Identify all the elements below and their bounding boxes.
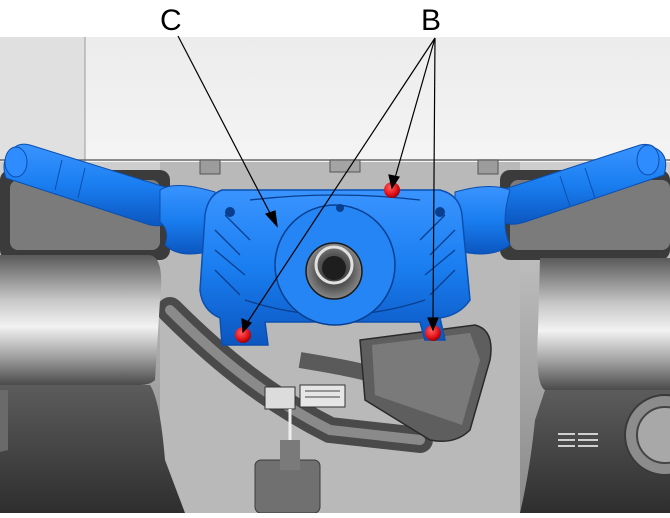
leader-lines [177,35,439,334]
screw-marker-top [384,182,400,198]
screw-marker-lower-left [235,327,251,343]
lower-column-cover-right [520,258,670,513]
clock-spring-body [199,189,471,346]
lower-column-cover-left [0,255,185,513]
screw-markers [235,182,441,343]
left-switch-lever [3,143,216,255]
right-switch-lever [454,143,667,255]
dashboard-upper-panel [0,37,670,162]
callout-label-c: C [160,4,182,37]
leader-c [177,35,273,218]
screw-marker-lower-right [425,325,441,341]
callout-label-b: B [421,4,442,37]
leader-b-top [394,37,436,179]
leader-b-right [432,37,436,321]
vent-grille-icon [558,433,598,447]
leader-b-left [246,37,436,324]
